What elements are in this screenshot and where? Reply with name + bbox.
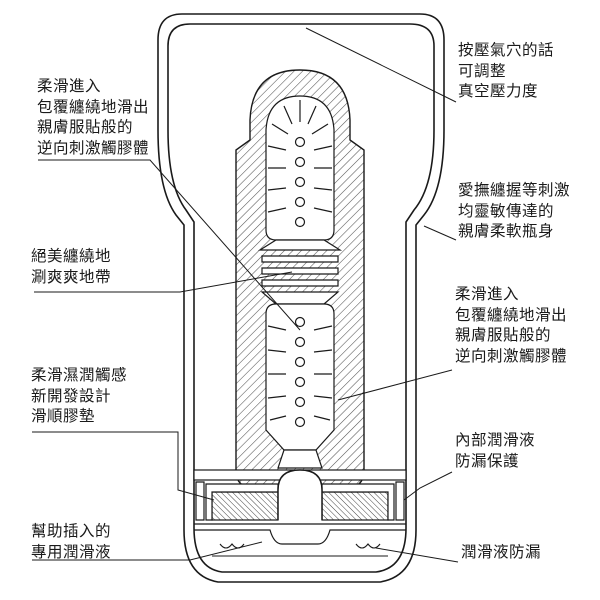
label-line: 真空壓力度 [458, 82, 539, 100]
label-wrap-zone: 絕美纏繞地 涮爽爽地帶 [31, 246, 111, 287]
label-line: 包覆纏繞地滑出 [37, 97, 150, 116]
label-insert-lube: 幫助插入的 專用潤滑液 [31, 521, 111, 562]
label-line: 柔滑濕潤觸感 [31, 366, 128, 384]
label-line: 逆向刺激觸膠體 [37, 138, 150, 157]
leader-lines [32, 27, 459, 563]
canal-spikes-top [267, 100, 333, 213]
base-assembly [193, 469, 407, 557]
leader-inner-left [38, 159, 301, 331]
label-line: 專用潤滑液 [31, 542, 112, 561]
inner-sleeve [235, 69, 365, 489]
label-vacuum-adjust: 按壓氣穴的話 可調整 真空壓力度 [458, 40, 554, 102]
leader-leak [403, 471, 453, 501]
label-line: 可調整 [458, 61, 507, 80]
label-lube-leak-proof: 潤滑液防漏 [461, 542, 541, 563]
label-line: 幫助插入的 [31, 522, 112, 540]
label-line: 滑順膠墊 [31, 407, 96, 425]
label-leak-guard: 內部潤滑液 防漏保護 [455, 430, 535, 471]
label-inner-gel-left: 柔滑進入 包覆纏繞地滑出 親膚服貼般的 逆向刺激觸膠體 [37, 76, 149, 158]
canal-ribs [257, 239, 343, 305]
leader-pad [32, 431, 215, 501]
label-line: 包覆纏繞地滑出 [455, 305, 568, 324]
canal-dots-bottom [294, 316, 306, 428]
leader-grip [423, 225, 457, 241]
label-line: 親膚服貼般的 [455, 326, 552, 344]
label-line: 親膚服貼般的 [37, 118, 134, 136]
label-line: 新開發設計 [31, 386, 112, 405]
leader-inner-right [337, 369, 453, 401]
leader-insert [32, 541, 263, 561]
label-line: 柔滑進入 [455, 285, 520, 303]
leader-wrap [34, 271, 293, 293]
label-line: 涮爽爽地帶 [31, 267, 112, 286]
label-line: 柔滑進入 [37, 77, 102, 95]
label-inner-gel-right: 柔滑進入 包覆纏繞地滑出 親膚服貼般的 逆向刺激觸膠體 [455, 284, 567, 366]
label-line: 親膚柔軟瓶身 [458, 222, 555, 240]
leader-lube-leak [375, 547, 459, 563]
label-line: 防漏保護 [455, 451, 520, 470]
canal-dots-top [294, 136, 306, 228]
label-soft-bottle: 愛撫纏握等刺激 均靈敏傳達的 親膚柔軟瓶身 [458, 180, 570, 242]
label-line: 潤滑液防漏 [461, 543, 542, 561]
outer-bottle [157, 13, 445, 583]
label-line: 絕美纏繞地 [31, 247, 112, 265]
label-line: 按壓氣穴的話 [458, 41, 555, 59]
label-line: 逆向刺激觸膠體 [455, 346, 568, 365]
leader-vacuum [305, 27, 457, 103]
label-line: 愛撫纏握等刺激 [458, 181, 571, 199]
label-line: 均靈敏傳達的 [458, 201, 555, 220]
label-line: 內部潤滑液 [455, 431, 536, 449]
canal-spikes-bottom [267, 325, 333, 421]
label-smooth-pad: 柔滑濕潤觸感 新開發設計 滑順膠墊 [31, 365, 127, 427]
